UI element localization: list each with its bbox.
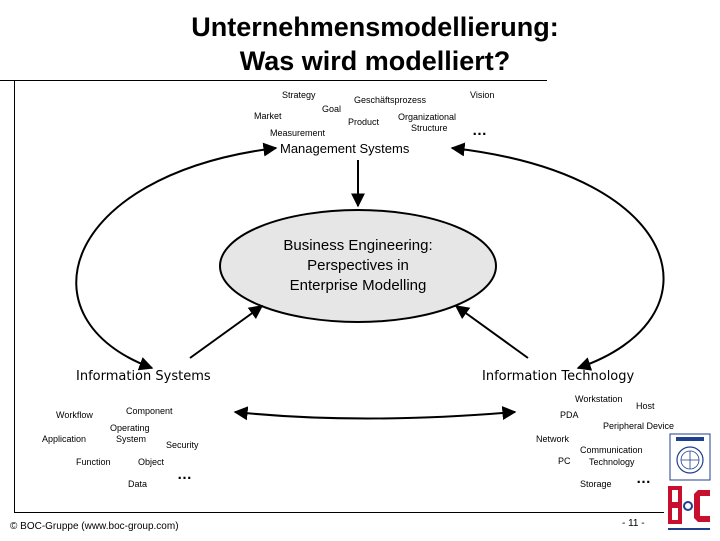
is-item-data: Data [128, 479, 148, 489]
management-item-structure: Structure [411, 123, 448, 133]
management-item-market: Market [254, 111, 282, 121]
management-item-measurement: Measurement [270, 128, 326, 138]
boc-logo [664, 430, 714, 536]
arc-management-to-it [450, 142, 665, 371]
is-item-system: System [116, 434, 147, 444]
page-title: Unternehmensmodellierung: Was wird model… [0, 10, 720, 78]
management-item-goal: Goal [322, 104, 342, 114]
it-more: … [636, 470, 652, 487]
copyright-text: © BOC-Gruppe (www.boc-group.com) [10, 521, 179, 532]
management-item-vision: Vision [470, 90, 495, 100]
center-line-1: Business Engineering: [283, 237, 433, 254]
management-more: … [472, 122, 488, 139]
it-item-network: Network [536, 434, 570, 444]
title-line-2: Was wird modelliert? [239, 46, 511, 76]
is-item-component: Component [126, 406, 173, 416]
it-item-pda: PDA [560, 410, 579, 420]
center-ellipse [219, 209, 497, 323]
center-label: Business Engineering: Perspectives in En… [236, 236, 480, 296]
is-item-application: Application [42, 434, 87, 444]
management-item-product: Product [348, 117, 380, 127]
it-item-communication: Communication [580, 445, 643, 455]
boc-logo-graphic [664, 430, 714, 536]
is-item-security: Security [166, 440, 199, 450]
is-more: … [177, 466, 193, 483]
arc-is-to-it [233, 406, 517, 421]
management-item-geschaeftsprozess: Geschäftsprozess [354, 95, 427, 105]
arrow-it-to-center [454, 305, 529, 359]
it-item-pc: PC [558, 456, 571, 466]
management-item-organizational: Organizational [398, 112, 457, 122]
it-item-peripheral: Peripheral Device [603, 421, 675, 431]
management-heading: Management Systems [280, 141, 410, 156]
center-line-3: Enterprise Modelling [289, 277, 427, 294]
is-item-workflow: Workflow [56, 410, 93, 420]
is-heading: Information Systems [76, 369, 211, 384]
page-number: - 11 - [622, 518, 645, 529]
arc-management-to-is [75, 142, 278, 371]
is-item-operating: Operating [110, 423, 150, 433]
it-item-workstation: Workstation [575, 394, 623, 404]
it-heading: Information Technology [482, 369, 635, 384]
is-item-function: Function [76, 457, 111, 467]
bottom-rule [14, 512, 664, 513]
arrow-is-to-center [189, 305, 264, 359]
top-rule [0, 80, 547, 81]
left-rule [14, 80, 15, 512]
it-item-technology: Technology [589, 457, 635, 467]
is-item-object: Object [138, 457, 165, 467]
management-item-strategy: Strategy [282, 90, 316, 100]
center-line-2: Perspectives in [307, 257, 409, 274]
it-item-host: Host [636, 401, 655, 411]
it-item-storage: Storage [580, 479, 612, 489]
title-line-1: Unternehmensmodellierung: [191, 12, 559, 42]
